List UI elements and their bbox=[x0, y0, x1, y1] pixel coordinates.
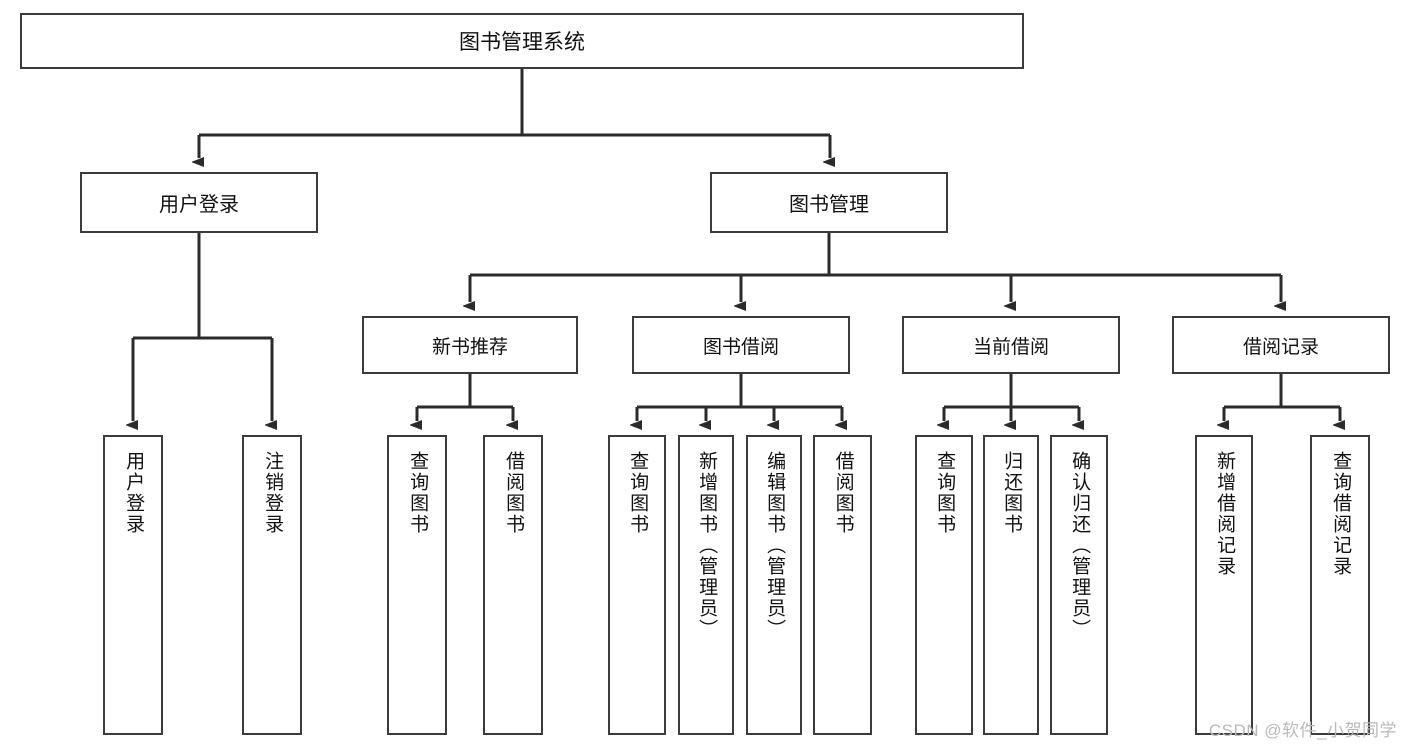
node-label: 图书借阅 bbox=[702, 336, 779, 358]
node-user-login[interactable]: 用户登录 bbox=[80, 172, 318, 233]
node-book-borrow[interactable]: 图书借阅 bbox=[632, 316, 850, 374]
node-current-borrow[interactable]: 当前借阅 bbox=[902, 316, 1120, 374]
node-label: 图书管理系统 bbox=[459, 31, 585, 54]
leaf-label: 归还图书 bbox=[1001, 451, 1023, 535]
leaf-label: 编辑图书（管理员） bbox=[764, 451, 786, 640]
leaf-label: 确认归还（管理员） bbox=[1069, 451, 1091, 640]
leaf-record-add-borrow-record[interactable]: 新增借阅记录 bbox=[1195, 435, 1253, 735]
leaf-current-return-book[interactable]: 归还图书 bbox=[983, 435, 1039, 735]
leaf-user-logout[interactable]: 注销登录 bbox=[242, 435, 302, 735]
leaf-borrow-add-book-admin[interactable]: 新增图书（管理员） bbox=[678, 435, 734, 735]
leaf-label: 新增图书（管理员） bbox=[696, 451, 718, 640]
leaf-record-query-borrow-record[interactable]: 查询借阅记录 bbox=[1310, 435, 1370, 735]
node-label: 用户登录 bbox=[159, 194, 239, 216]
node-label: 新书推荐 bbox=[431, 336, 508, 358]
leaf-label: 新增借阅记录 bbox=[1214, 451, 1236, 577]
leaf-borrow-query-book[interactable]: 查询图书 bbox=[608, 435, 666, 735]
csdn-watermark: CSDN @软件_小贺同学 bbox=[1208, 721, 1397, 740]
leaf-user-login[interactable]: 用户登录 bbox=[103, 435, 163, 735]
leaf-borrow-lend-book[interactable]: 借阅图书 bbox=[813, 435, 872, 735]
leaf-label: 查询图书 bbox=[627, 451, 649, 535]
leaf-newbook-query-book[interactable]: 查询图书 bbox=[387, 435, 447, 735]
node-borrow-record[interactable]: 借阅记录 bbox=[1172, 316, 1390, 374]
leaf-label: 用户登录 bbox=[123, 451, 145, 535]
leaf-label: 查询借阅记录 bbox=[1330, 451, 1352, 577]
leaf-current-confirm-return-admin[interactable]: 确认归还（管理员） bbox=[1050, 435, 1108, 735]
leaf-newbook-borrow-book[interactable]: 借阅图书 bbox=[483, 435, 543, 735]
leaf-label: 借阅图书 bbox=[503, 451, 525, 535]
node-label: 图书管理 bbox=[789, 194, 869, 216]
leaf-current-query-book[interactable]: 查询图书 bbox=[915, 435, 973, 735]
leaf-label: 查询图书 bbox=[934, 451, 956, 535]
leaf-borrow-edit-book-admin[interactable]: 编辑图书（管理员） bbox=[746, 435, 802, 735]
leaf-label: 注销登录 bbox=[262, 451, 284, 535]
node-book-management[interactable]: 图书管理 bbox=[710, 172, 948, 233]
node-label: 借阅记录 bbox=[1242, 336, 1319, 358]
node-root-book-management-system[interactable]: 图书管理系统 bbox=[20, 13, 1024, 69]
leaf-label: 借阅图书 bbox=[832, 451, 854, 535]
node-new-book-recommend[interactable]: 新书推荐 bbox=[362, 316, 578, 374]
leaf-label: 查询图书 bbox=[407, 451, 429, 535]
node-label: 当前借阅 bbox=[972, 336, 1049, 358]
